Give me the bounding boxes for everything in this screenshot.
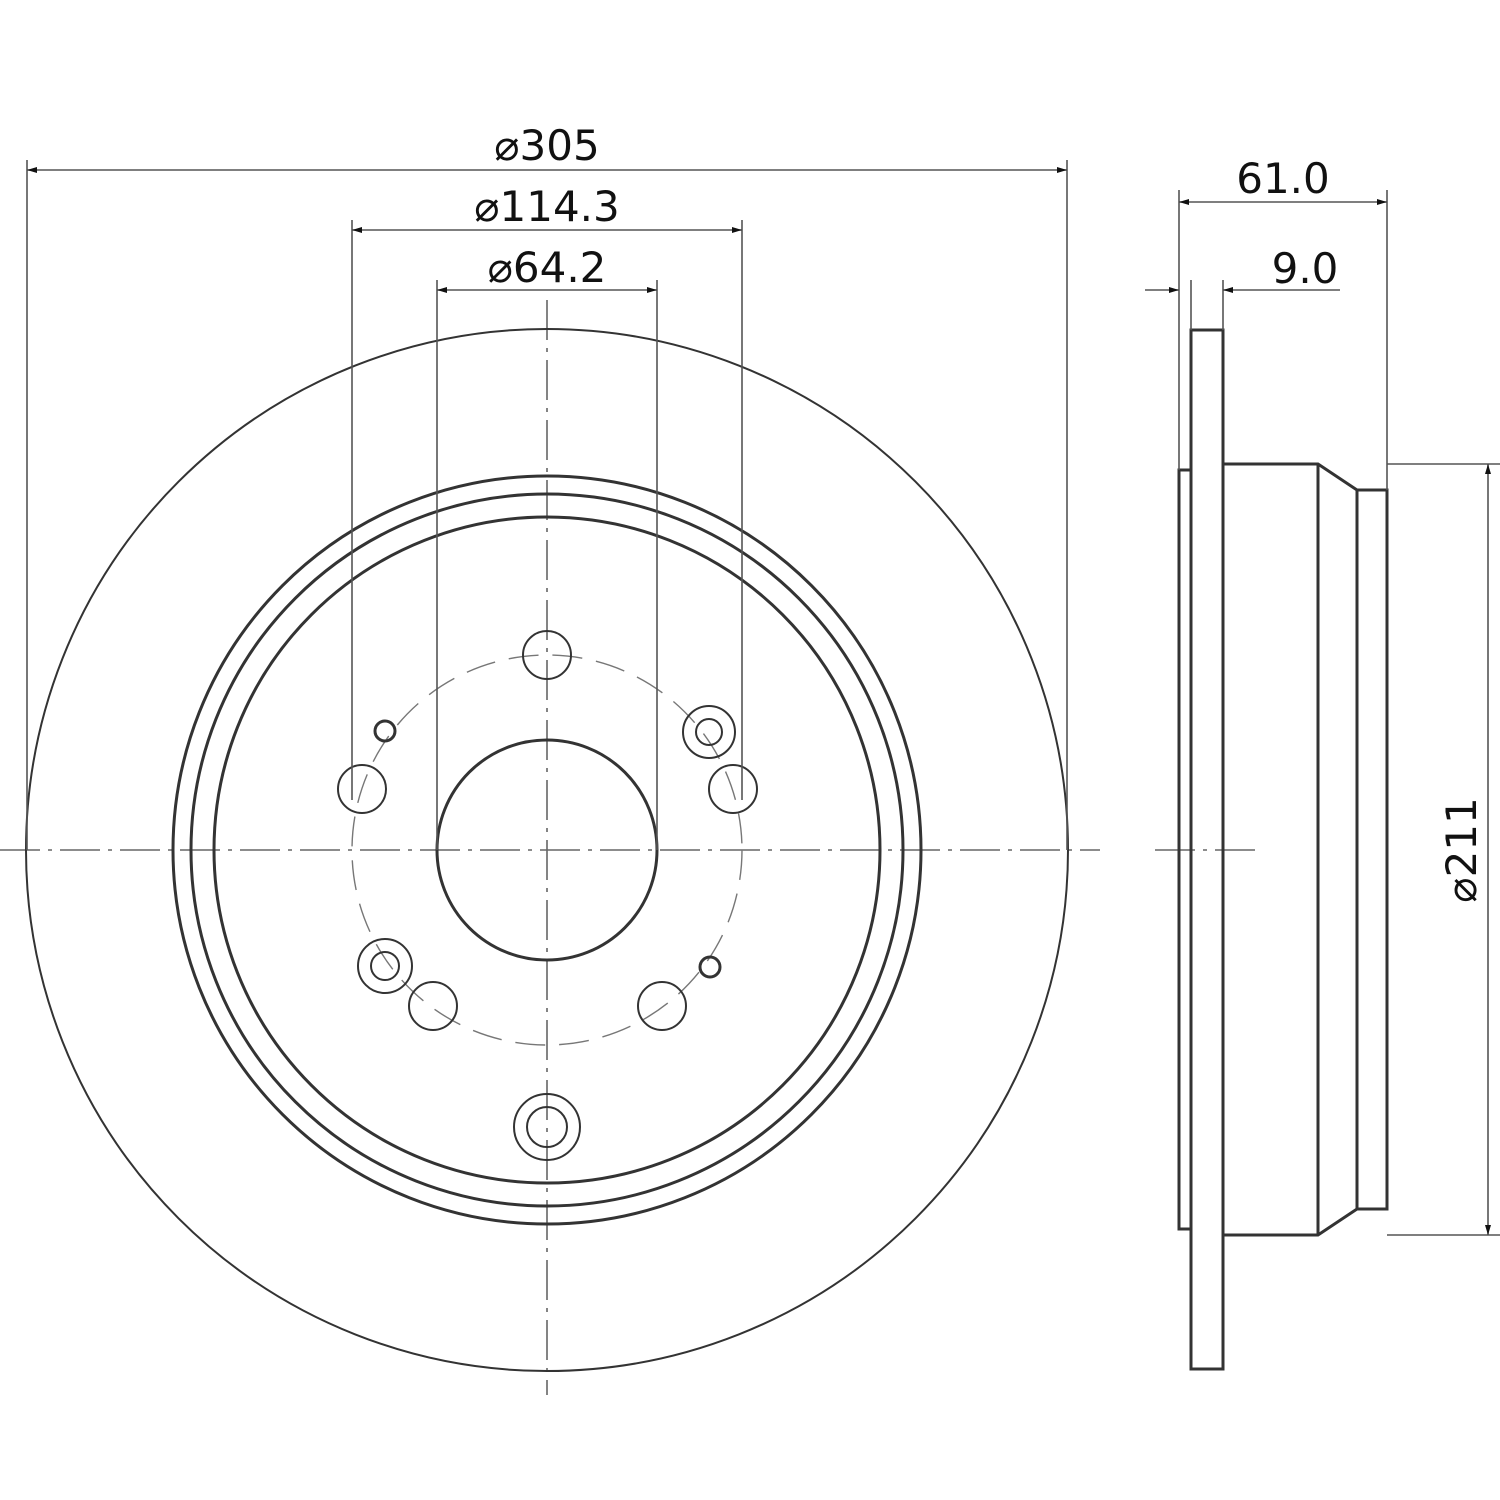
disc-friction-ring — [1189, 328, 1225, 1371]
bolt-hole — [708, 764, 758, 814]
threaded-hole-inner — [526, 1106, 568, 1148]
dimension-center-bore: ⌀64.2 — [488, 243, 607, 292]
dimension-outer-diameter: ⌀305 — [494, 121, 599, 170]
hat-ring-middle — [189, 492, 905, 1208]
side-view: 61.0 9.0 ⌀211 — [1145, 154, 1500, 1371]
dimension-bolt-circle: ⌀114.3 — [474, 182, 620, 231]
bolt-pitch-circle — [351, 654, 743, 1046]
dimension-disc-thickness: 9.0 — [1272, 244, 1339, 293]
outer-edge-circle — [25, 328, 1069, 1372]
threaded-hole-outer — [682, 705, 736, 759]
hat-back-face — [1177, 468, 1191, 1231]
hat-profile — [1223, 462, 1389, 1237]
threaded-hole-inner — [370, 951, 400, 981]
bolt-hole — [337, 764, 387, 814]
hat-ring-outer — [171, 474, 923, 1226]
locating-hole — [698, 955, 722, 979]
dimension-total-height: 61.0 — [1236, 154, 1330, 203]
dimension-hat-diameter: ⌀211 — [1437, 797, 1486, 902]
bolt-hole — [637, 981, 687, 1031]
threaded-hole-outer — [357, 938, 413, 994]
hat-ring-inner — [212, 515, 882, 1185]
threaded-hole-outer — [513, 1093, 581, 1161]
bolt-hole — [408, 981, 458, 1031]
threaded-hole-inner — [695, 718, 723, 746]
front-view: ⌀305 ⌀114.3 ⌀64.2 — [0, 121, 1100, 1395]
bolt-hole — [522, 630, 572, 680]
locating-hole — [373, 719, 397, 743]
